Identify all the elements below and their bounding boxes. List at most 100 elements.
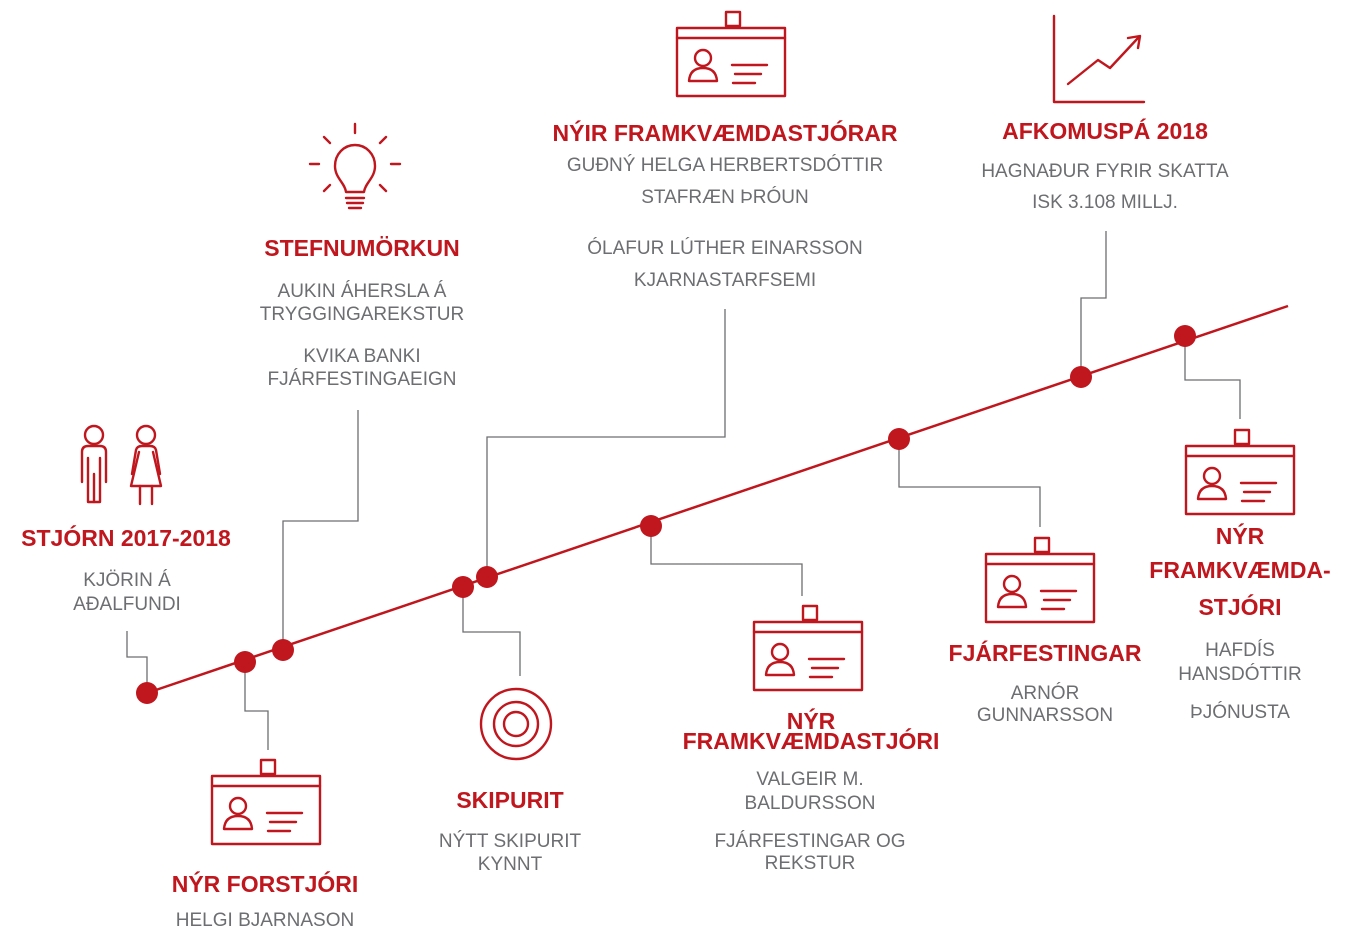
timeline-dot	[452, 576, 474, 598]
connector-line	[650, 526, 803, 596]
badge-clip	[1233, 428, 1251, 446]
badge-person-head	[228, 796, 248, 816]
timeline-dot	[234, 651, 256, 673]
chart-axes	[1052, 14, 1146, 104]
badge-person-head	[1002, 574, 1022, 594]
event-title-skipurit: SKIPURIT	[456, 787, 564, 813]
event-text: ARNÓR	[1010, 683, 1080, 704]
event-text: ISK 3.108 MILLJ.	[1032, 192, 1178, 213]
event-text: HAGNAÐUR FYRIR SKATTA	[981, 161, 1229, 182]
timeline-line	[146, 304, 1289, 695]
event-text: KJARNASTARFSEMI	[633, 270, 817, 291]
event-title-forstjori: NÝR FORSTJÓRI	[171, 871, 359, 897]
event-text: KVIKA BANKI	[303, 346, 421, 367]
timeline-dot	[888, 428, 910, 450]
person-body	[80, 444, 108, 484]
bulb-ray	[378, 183, 388, 193]
timeline-dot	[476, 566, 498, 588]
badge-clip	[1033, 536, 1051, 554]
id-badge-icon	[210, 758, 322, 846]
event-text: HAFDÍS	[1205, 640, 1275, 661]
chart-arrow	[1126, 34, 1142, 50]
bulb-ray	[378, 135, 388, 145]
badge-card	[210, 774, 322, 846]
badge-clip	[259, 758, 277, 776]
person-dress	[129, 450, 163, 488]
badge-card	[752, 620, 864, 692]
event-text: BALDURSSON	[744, 793, 876, 814]
id-badge-icon	[984, 536, 1096, 624]
event-title-framkvaemdastjori-hafdis-2: FRAMKVÆMDA-	[1149, 557, 1331, 583]
badge-person-head	[693, 48, 713, 68]
event-title-framkvaemdastjori-hafdis-1: NÝR	[1215, 523, 1265, 549]
event-title-framkvaemdastjori-valgeir-2: FRAMKVÆMDASTJÓRI	[682, 728, 940, 754]
badge-person-body	[687, 66, 719, 83]
event-text: HELGI BJARNASON	[175, 910, 355, 931]
lightbulb-icon	[308, 122, 402, 210]
bulb-ray	[322, 135, 332, 145]
person-head	[135, 424, 157, 446]
person-head	[83, 424, 105, 446]
target-ring	[479, 687, 553, 761]
timeline-dot	[136, 682, 158, 704]
badge-card	[1184, 444, 1296, 516]
connector-line	[244, 662, 269, 750]
event-text: HANSDÓTTIR	[1178, 664, 1302, 685]
target-icon	[479, 687, 553, 761]
person-arms	[130, 444, 162, 476]
event-text: KJÖRIN Á	[83, 570, 171, 591]
timeline-dot	[1070, 366, 1092, 388]
event-text: GUÐNÝ HELGA HERBERTSDÓTTIR	[566, 155, 884, 176]
badge-person-body	[222, 814, 254, 831]
target-ring	[502, 710, 530, 738]
badge-clip	[801, 604, 819, 622]
event-text: REKSTUR	[764, 853, 856, 874]
badge-card	[675, 26, 787, 98]
event-text: NÝTT SKIPURIT	[438, 831, 582, 852]
id-badge-icon	[675, 10, 787, 98]
event-title-afkomuspa: AFKOMUSPÁ 2018	[1002, 118, 1208, 144]
badge-person-body	[996, 592, 1028, 609]
badge-person-body	[764, 660, 796, 677]
event-text: GUNNARSSON	[976, 705, 1114, 726]
event-title-stjorn: STJÓRN 2017-2018	[21, 525, 231, 551]
timeline-dot	[640, 515, 662, 537]
connector-line	[462, 587, 521, 676]
event-title-fjarfestingar: FJÁRFESTINGAR	[948, 640, 1142, 666]
event-title-framkvaemdastjorar: NÝIR FRAMKVÆMDASTJÓRAR	[552, 120, 898, 146]
badge-clip	[724, 10, 742, 28]
bulb-shape	[333, 143, 377, 194]
connector-line	[486, 309, 726, 577]
trend-chart-icon	[1052, 14, 1146, 104]
event-title-framkvaemdastjori-valgeir-1: NÝR	[786, 708, 836, 734]
timeline-dot	[272, 639, 294, 661]
event-text: ÓLAFUR LÚTHER EINARSSON	[587, 238, 863, 259]
connector-line	[1184, 336, 1241, 419]
event-text: AUKIN ÁHERSLA Á	[277, 281, 447, 302]
event-text: FJÁRFESTINGAEIGN	[267, 369, 457, 390]
connector-line	[898, 439, 1041, 527]
bulb-ray	[322, 183, 332, 193]
event-text: VALGEIR M.	[756, 769, 864, 790]
badge-card	[984, 552, 1096, 624]
event-text: FJÁRFESTINGAR OG	[714, 831, 906, 852]
target-ring	[492, 700, 540, 748]
event-text: AÐALFUNDI	[73, 594, 181, 615]
connector-line	[282, 410, 359, 650]
chart-trend	[1066, 36, 1140, 86]
people-icon	[80, 424, 163, 506]
badge-person-body	[1196, 484, 1228, 501]
id-badge-icon	[752, 604, 864, 692]
timeline-dot	[1174, 325, 1196, 347]
event-title-framkvaemdastjori-hafdis-3: STJÓRI	[1198, 594, 1282, 620]
event-title-stefnumorkun: STEFNUMÖRKUN	[264, 235, 460, 261]
id-badge-icon	[1184, 428, 1296, 516]
connector-line	[126, 631, 148, 692]
event-text: ÞJÓNUSTA	[1190, 702, 1290, 723]
event-text: KYNNT	[477, 854, 543, 875]
event-text: STAFRÆN ÞRÓUN	[641, 187, 809, 208]
badge-person-head	[770, 642, 790, 662]
person-legs	[138, 484, 154, 506]
connector-line	[1080, 231, 1107, 377]
